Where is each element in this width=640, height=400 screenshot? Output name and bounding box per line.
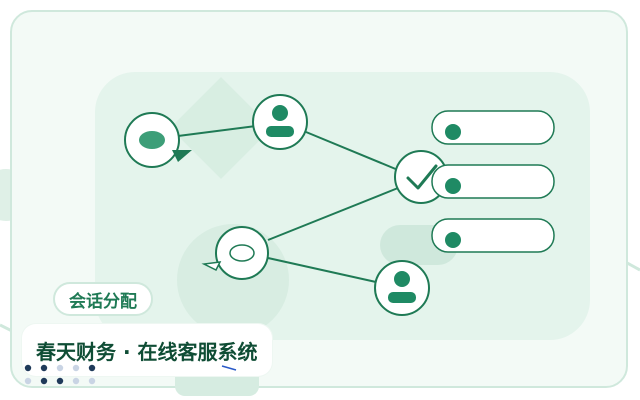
slot-indicator [445, 178, 461, 194]
user-avatar-icon [252, 94, 308, 150]
assignment-slot [431, 164, 555, 199]
connector-user-top-to-hub [305, 131, 399, 171]
chat-bubble-icon [124, 112, 192, 168]
connector-bubble-to-hub [267, 187, 399, 241]
feature-tag: 会话分配 [53, 282, 153, 316]
diamond-shape [170, 77, 272, 179]
connector-bubble-to-user-top [177, 125, 257, 137]
connection-lines [177, 125, 399, 283]
product-title: 春天财务 · 在线客服系统 [22, 324, 272, 376]
slot-indicator [445, 124, 461, 140]
user-avatar-icon [374, 260, 430, 316]
slot-indicator [445, 232, 461, 248]
assignment-slot [431, 218, 555, 253]
assignment-slot-list [431, 110, 555, 253]
assignment-slot [431, 110, 555, 145]
chat-bubble-icon [201, 226, 269, 280]
connector-bubble-to-user-bottom [267, 257, 377, 283]
